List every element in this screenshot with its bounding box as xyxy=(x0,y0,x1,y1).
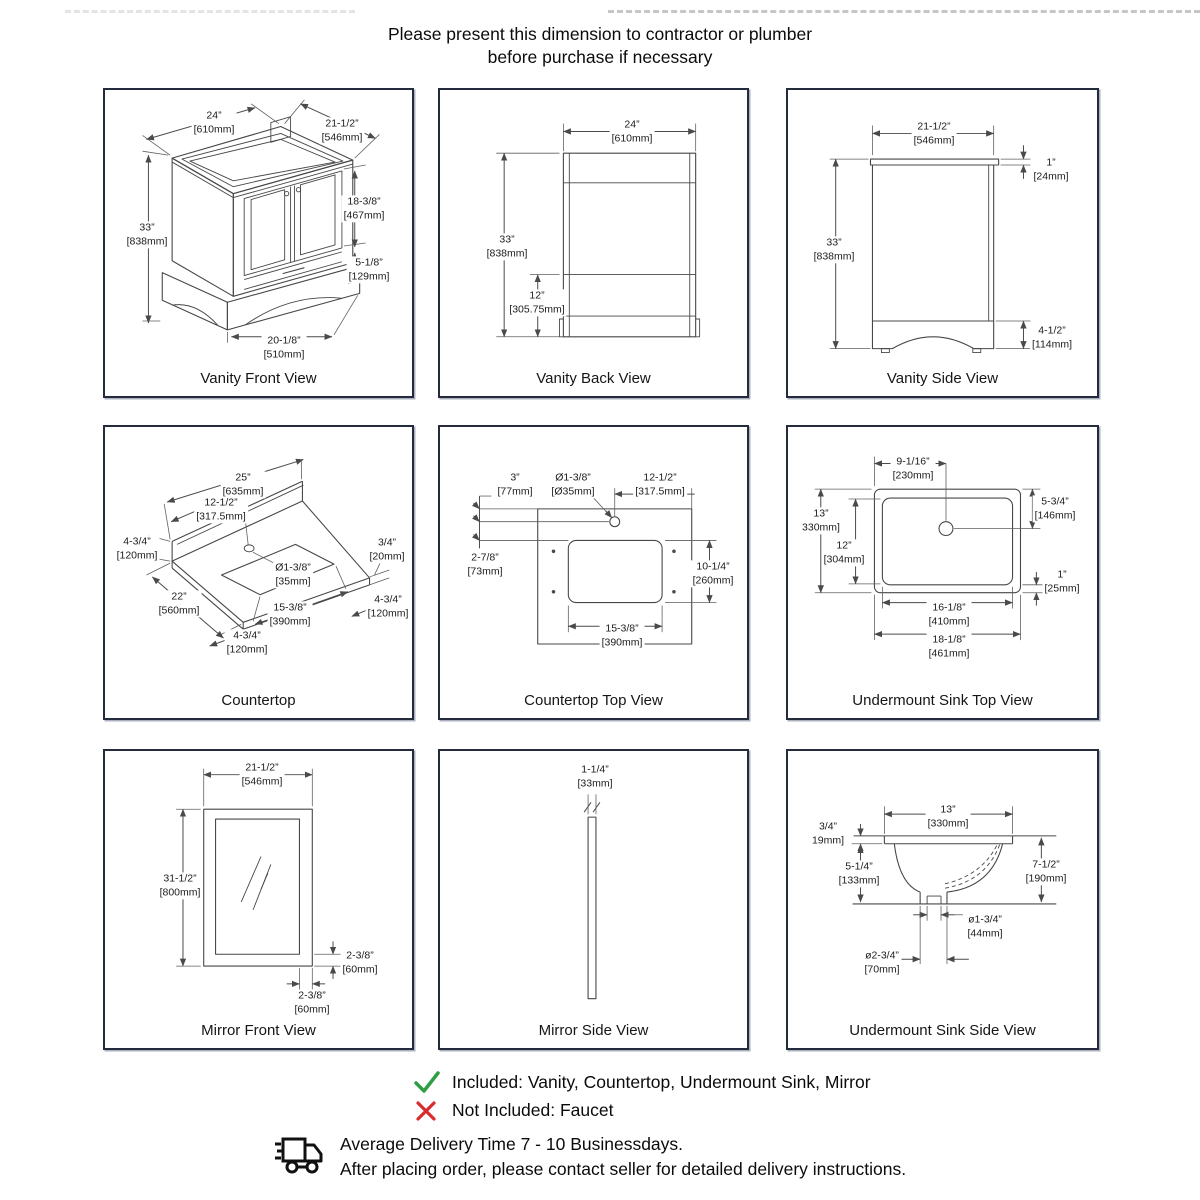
header-line1: Please present this dimension to contrac… xyxy=(387,24,813,44)
delivery-line2: After placing order, please contact sell… xyxy=(340,1159,907,1179)
dim-door-label: 18-3/8” [467mm] xyxy=(341,195,387,223)
top-dashed-artifact-right xyxy=(608,10,1200,13)
dim-width-label: 24” [610mm] xyxy=(609,118,655,146)
dim-depth-label: 5-1/4” [133mm] xyxy=(836,860,882,888)
dim-inner-w-label: 16-1/8” [410mm] xyxy=(926,601,972,629)
dim-height-label: 33” [838mm] xyxy=(811,236,857,264)
dim-width-label: 24” [610mm] xyxy=(191,109,237,137)
dim-height-label: 33” [838mm] xyxy=(124,221,170,249)
dim-off3-label: 3” [77mm] xyxy=(495,471,535,499)
dim-width-label: 25” [635mm] xyxy=(220,471,266,499)
mirror-front-drawing xyxy=(176,768,342,990)
header-note: Please present this dimension to contrac… xyxy=(0,23,1200,69)
panel-vanity-front-view: 24” [610mm] 21-1/2” [546mm] 33” [838mm] … xyxy=(103,88,414,398)
panel-title: Vanity Front View xyxy=(200,370,317,387)
dim-width-label: 21-1/2” [546mm] xyxy=(239,761,285,789)
dim-front-label: 4-3/4” [120mm] xyxy=(224,629,270,657)
dim-center-label: 9-1/16” [230mm] xyxy=(890,455,936,483)
panel-title: Vanity Back View xyxy=(536,370,651,387)
panel-sink-side-view: 13” [330mm] 3/4” 19mm] 5-1/4” [133mm] 7-… xyxy=(786,749,1099,1050)
dim-rail-label: 2-3/8” [60mm] xyxy=(340,949,380,977)
dim-hole-label: Ø1-3/8” [Ø35mm] xyxy=(549,471,597,499)
truck-icon xyxy=(275,1137,323,1174)
dim-half-label: 12-1/2” [317.5mm] xyxy=(633,471,687,499)
dim-thick-label: 1-1/4” [33mm] xyxy=(575,763,615,791)
dim-stile-label: 2-3/8” [60mm] xyxy=(292,989,332,1017)
cross-icon xyxy=(416,1101,436,1121)
dim-height-label: 33” [838mm] xyxy=(484,233,530,261)
dim-depth-label: 13” 330mm] xyxy=(800,507,842,535)
panel-mirror-front-view: 21-1/2” [546mm] 31-1/2” [800mm] 2-3/8” [… xyxy=(103,749,414,1050)
included-text: Included: Vanity, Countertop, Undermount… xyxy=(452,1072,871,1092)
panel-sink-top-view: 9-1/16” [230mm] 13” 330mm] 12” [304mm] 5… xyxy=(786,425,1099,720)
dim-backsplash-label: 4-3/4” [120mm] xyxy=(114,535,160,563)
sink-top-drawing xyxy=(814,456,1047,641)
dim-lower-label: 12” [305.75mm] xyxy=(507,289,567,317)
dim-off278-label: 2-7/8” [73mm] xyxy=(465,551,505,579)
dim-depth-label: 21-1/2” [546mm] xyxy=(911,120,957,148)
dim-base-label: 4-1/2” [114mm] xyxy=(1029,324,1075,352)
check-icon xyxy=(414,1071,440,1093)
dim-cutout-label: 15-3/8” [390mm] xyxy=(267,601,313,629)
panel-title: Countertop xyxy=(221,692,296,709)
dim-thick-label: 3/4” [20mm] xyxy=(367,536,407,564)
delivery-line1: Average Delivery Time 7 - 10 Businessday… xyxy=(340,1134,684,1154)
dim-drain-in-label: ø1-3/4” [44mm] xyxy=(965,913,1005,941)
dim-depth-label: 21-1/2” [546mm] xyxy=(319,117,365,145)
panel-countertop: 25” [635mm] 12-1/2” [317.5mm] 4-3/4” [12… xyxy=(103,425,414,720)
dim-drawer-label: 5-1/8” [129mm] xyxy=(346,256,392,284)
dim-lip-label: 1” [25mm] xyxy=(1042,568,1082,596)
dim-cut-w-label: 15-3/8” [390mm] xyxy=(599,622,645,650)
panel-vanity-back-view: 24” [610mm] 33” [838mm] 12” [305.75mm] V… xyxy=(438,88,749,398)
dim-top-label: 1” [24mm] xyxy=(1031,156,1071,184)
dim-inner-d-label: 12” [304mm] xyxy=(821,539,867,567)
panel-title: Countertop Top View xyxy=(524,692,663,709)
dim-half-label: 12-1/2” [317.5mm] xyxy=(194,496,248,524)
dim-height-label: 7-1/2” [190mm] xyxy=(1023,858,1069,886)
panel-title: Mirror Front View xyxy=(201,1022,316,1039)
dim-depth-label: 22” [560mm] xyxy=(156,590,202,618)
panel-vanity-side-view: 21-1/2” [546mm] 1” [24mm] 33” [838mm] 4-… xyxy=(786,88,1099,398)
panel-title: Mirror Side View xyxy=(538,1022,649,1039)
header-line2: before purchase if necessary xyxy=(487,47,713,67)
panel-title: Undermount Sink Side View xyxy=(849,1022,1036,1039)
dim-height-label: 31-1/2” [800mm] xyxy=(157,872,203,900)
vanity-front-drawing xyxy=(142,99,380,343)
dim-hole-label: Ø1-3/8” [35mm] xyxy=(273,561,313,589)
dim-drain-label: 5-3/4” [146mm] xyxy=(1032,495,1078,523)
panel-countertop-top-view: 3” [77mm] Ø1-3/8” [Ø35mm] 12-1/2” [317.5… xyxy=(438,425,749,720)
panel-title: Vanity Side View xyxy=(886,370,999,387)
top-dashed-artifact-left xyxy=(65,10,355,13)
panel-mirror-side-view: 1-1/4” [33mm] Mirror Side View xyxy=(438,749,749,1050)
sink-side-drawing xyxy=(851,806,1057,965)
dim-flange-label: 3/4” 19mm] xyxy=(809,820,847,848)
dim-width-label: 13” [330mm] xyxy=(925,803,971,831)
mirror-side-drawing xyxy=(583,794,601,1000)
not-included-text: Not Included: Faucet xyxy=(452,1100,614,1120)
dim-cut-h-label: 10-1/4” [260mm] xyxy=(690,560,736,588)
dim-drain-out-label: ø2-3/4” [70mm] xyxy=(862,949,902,977)
dim-base-label: 20-1/8” [510mm] xyxy=(261,334,307,362)
panel-title: Undermount Sink Top View xyxy=(852,692,1033,709)
dim-outer-w-label: 18-1/8” [461mm] xyxy=(926,633,972,661)
dim-side-label: 4-3/4” [120mm] xyxy=(365,593,411,621)
